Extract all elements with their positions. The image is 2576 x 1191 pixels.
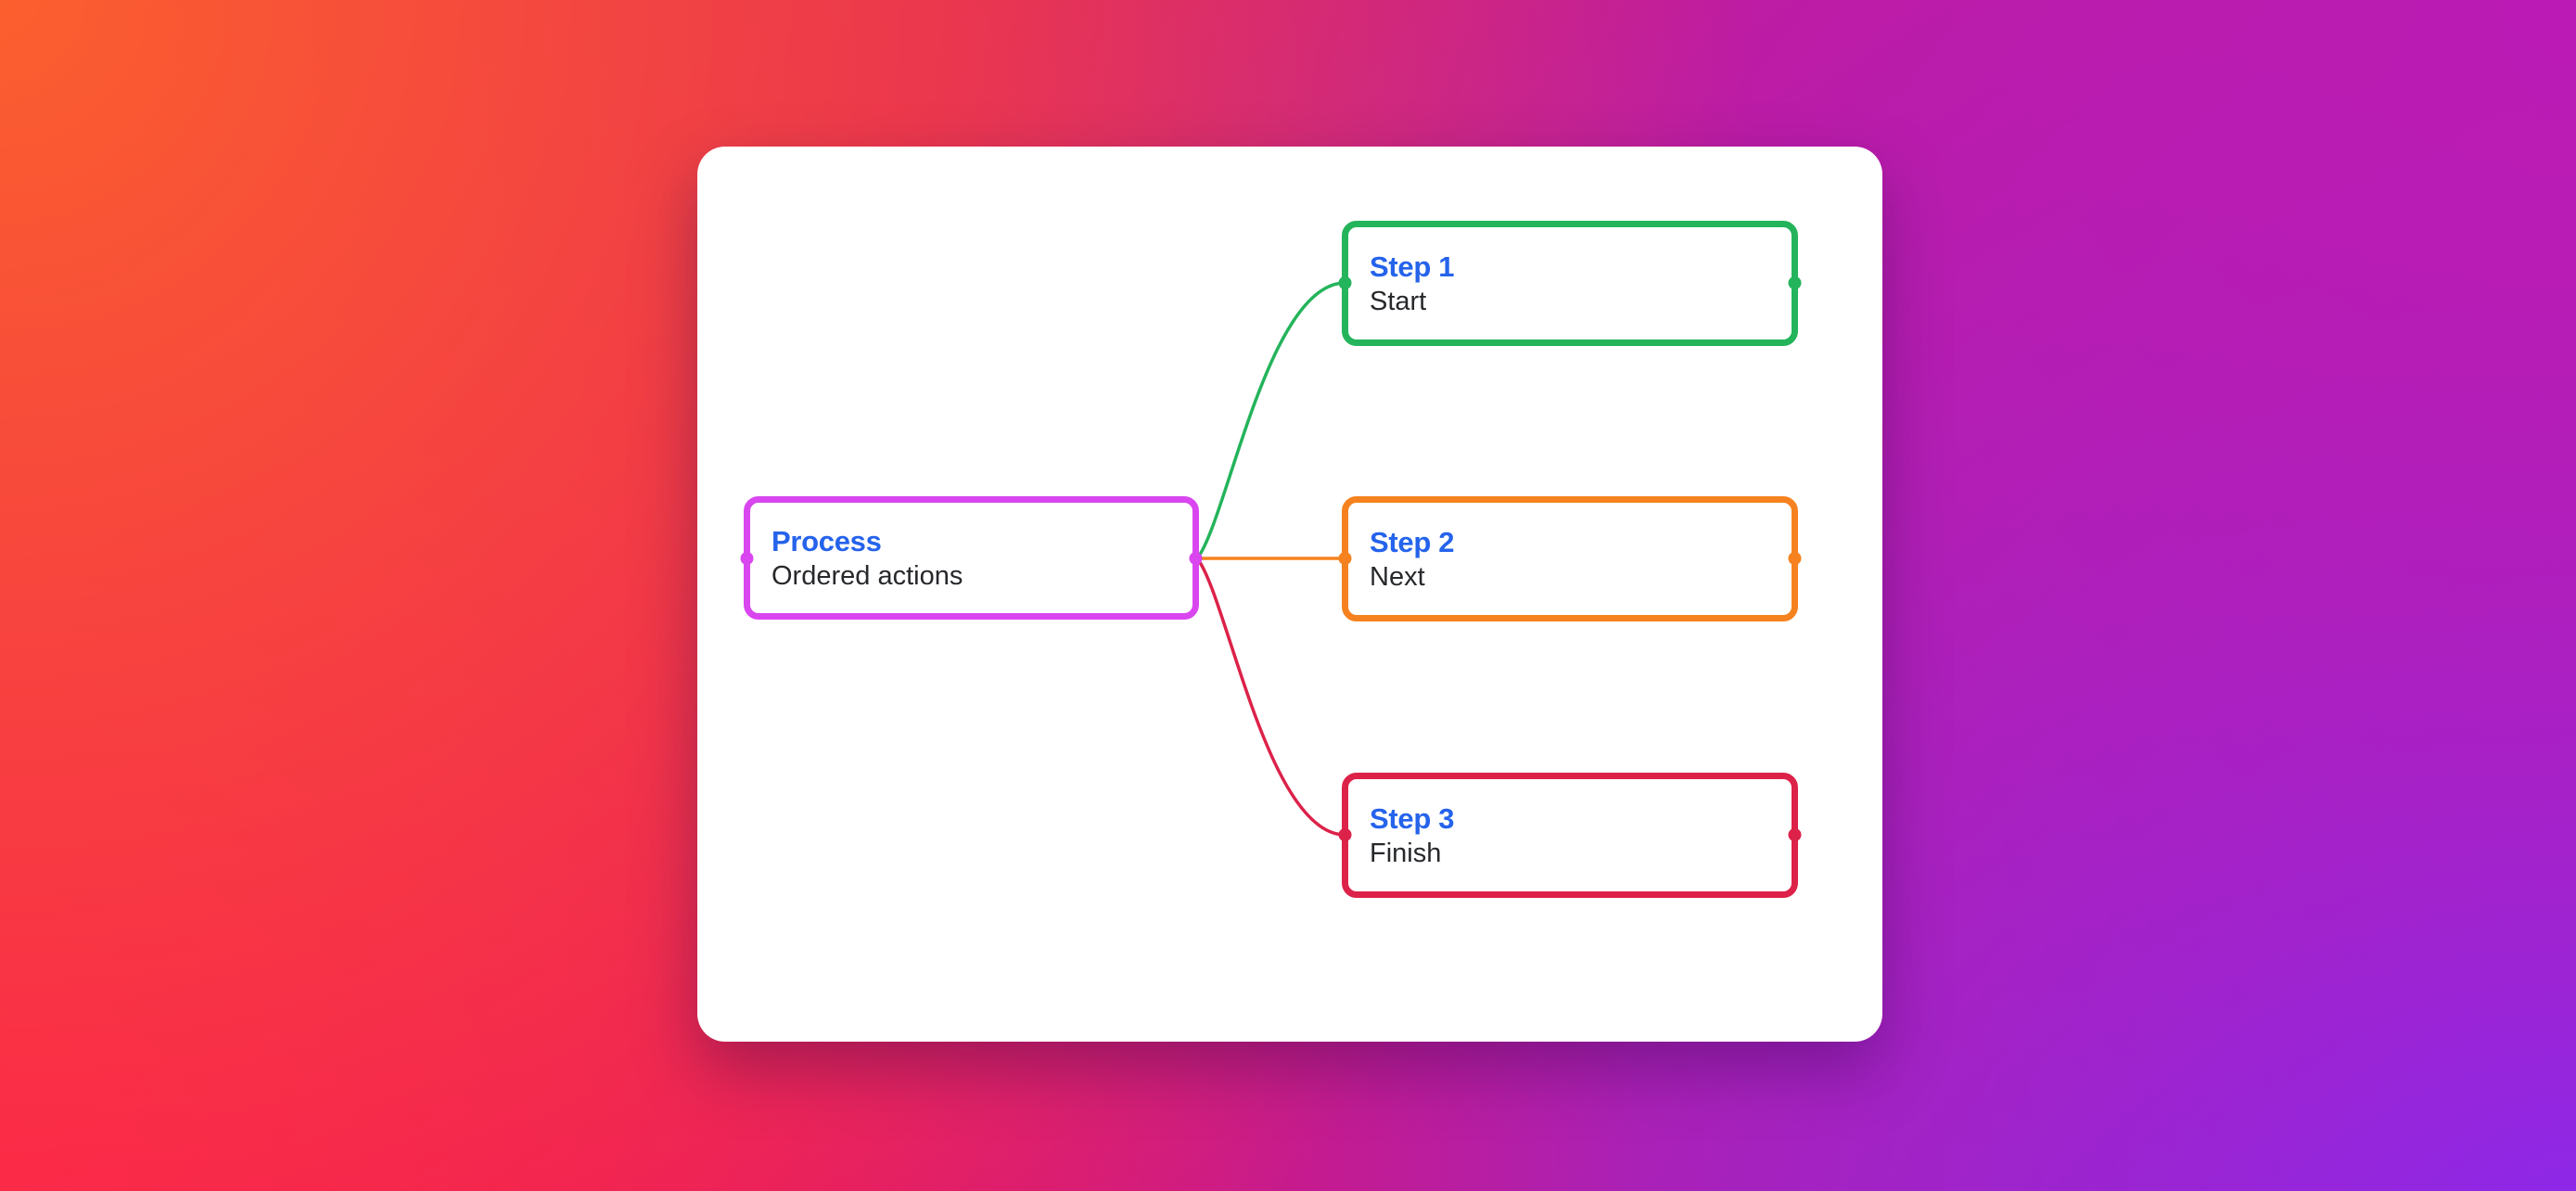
- node-step-2[interactable]: Step 2 Next: [1342, 496, 1798, 621]
- node-subtitle: Next: [1370, 561, 1425, 592]
- node-step-3[interactable]: Step 3 Finish: [1342, 773, 1798, 898]
- edge-process-step1: [1195, 281, 1345, 560]
- edge-process-step3: [1195, 557, 1345, 837]
- node-title: Step 2: [1370, 525, 1455, 558]
- node-title: Process: [772, 524, 882, 557]
- node-title: Step 1: [1370, 250, 1455, 283]
- mindmap-canvas: Process Ordered actions Step 1 Start Ste…: [697, 147, 1882, 1042]
- node-process[interactable]: Process Ordered actions: [744, 496, 1199, 620]
- node-subtitle: Finish: [1370, 838, 1442, 868]
- node-title: Step 3: [1370, 801, 1455, 835]
- node-subtitle: Start: [1370, 286, 1427, 316]
- node-step-1[interactable]: Step 1 Start: [1342, 221, 1798, 346]
- node-subtitle: Ordered actions: [772, 560, 963, 591]
